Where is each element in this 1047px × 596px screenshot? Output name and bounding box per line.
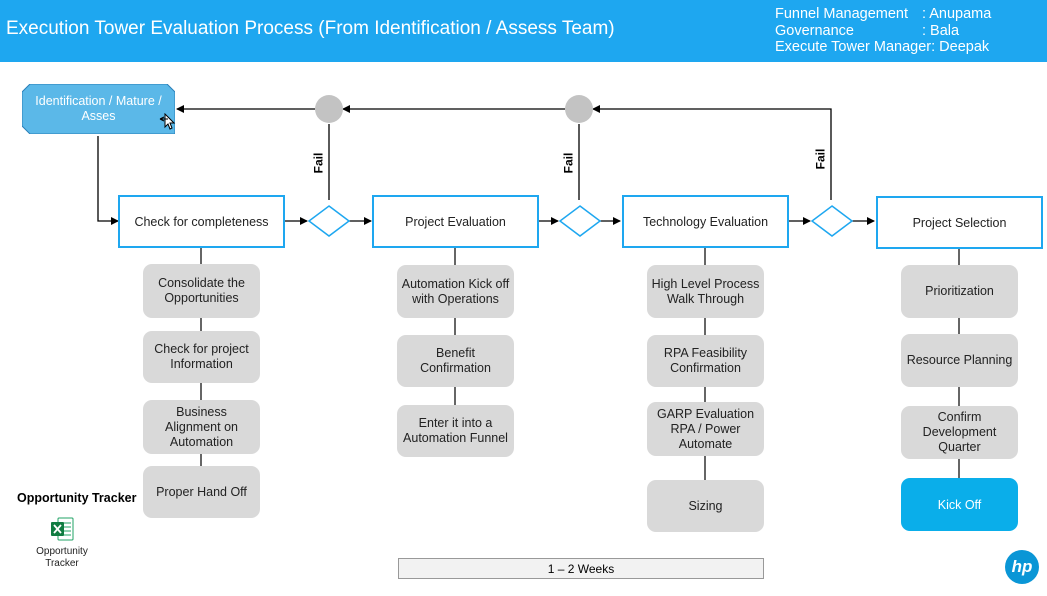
fail-label-1: Fail — [311, 152, 326, 174]
start-node[interactable]: Identification / Mature / Asses — [22, 84, 175, 134]
info-label-manager: Execute Tower Manager — [775, 39, 932, 55]
step-benefit-confirmation[interactable]: Benefit Confirmation — [397, 335, 514, 387]
step-garp-evaluation[interactable]: GARP Evaluation RPA / Power Automate — [647, 402, 764, 456]
move-cursor-icon — [159, 113, 176, 130]
decision-diamond-3 — [810, 205, 854, 237]
fail-label-2: Fail — [561, 152, 576, 174]
info-value-manager: : Deepak — [931, 39, 990, 55]
stage-project-selection[interactable]: Project Selection — [876, 196, 1043, 249]
step-rpa-feasibility[interactable]: RPA Feasibility Confirmation — [647, 335, 764, 387]
tracker-file-label[interactable]: Opportunity Tracker — [36, 546, 88, 569]
duration-bar: 1 – 2 Weeks — [398, 558, 764, 579]
info-values: : Anupama : Bala — [922, 6, 991, 39]
edge-start-to-check — [97, 136, 119, 225]
edge-fail-3 — [592, 105, 832, 200]
info-label-governance: Governance — [775, 22, 854, 39]
info-labels: Funnel Management Governance — [775, 6, 908, 39]
step-resource-planning[interactable]: Resource Planning — [901, 334, 1018, 387]
stage-project-evaluation[interactable]: Project Evaluation — [372, 195, 539, 248]
info-value-governance: : Bala — [922, 22, 960, 39]
step-enter-funnel[interactable]: Enter it into a Automation Funnel — [397, 405, 514, 457]
stage-technology-evaluation[interactable]: Technology Evaluation — [622, 195, 789, 248]
fail-label-3: Fail — [813, 148, 828, 170]
step-check-info[interactable]: Check for project Information — [143, 331, 260, 383]
info-value-funnel: : Anupama — [922, 6, 992, 22]
decision-diamond-1 — [307, 205, 351, 237]
step-confirm-quarter[interactable]: Confirm Development Quarter — [901, 406, 1018, 459]
start-node-shape — [22, 84, 175, 134]
info-manager-row: Execute Tower Manager: Deepak — [775, 39, 989, 56]
step-process-walkthrough[interactable]: High Level Process Walk Through — [647, 265, 764, 318]
stage-check-completeness[interactable]: Check for completeness — [118, 195, 285, 248]
step-prioritization[interactable]: Prioritization — [901, 265, 1018, 318]
header-bar — [0, 0, 1047, 62]
junction-2 — [565, 95, 593, 123]
step-sizing[interactable]: Sizing — [647, 480, 764, 532]
step-connectors — [200, 248, 960, 480]
junction-1 — [315, 95, 343, 123]
step-business-alignment[interactable]: Business Alignment on Automation — [143, 400, 260, 454]
step-hand-off[interactable]: Proper Hand Off — [143, 466, 260, 518]
tracker-title: Opportunity Tracker — [17, 491, 137, 505]
decision-diamond-2 — [558, 205, 602, 237]
start-node-label: Identification / Mature / Asses — [35, 94, 162, 123]
excel-icon[interactable] — [50, 517, 74, 541]
step-kick-off[interactable]: Kick Off — [901, 478, 1018, 531]
hp-logo: hp — [1005, 550, 1039, 584]
step-consolidate[interactable]: Consolidate the Opportunities — [143, 264, 260, 318]
page-title: Execution Tower Evaluation Process (From… — [6, 18, 615, 39]
step-automation-kickoff[interactable]: Automation Kick off with Operations — [397, 265, 514, 318]
info-label-funnel: Funnel Management — [775, 6, 908, 22]
